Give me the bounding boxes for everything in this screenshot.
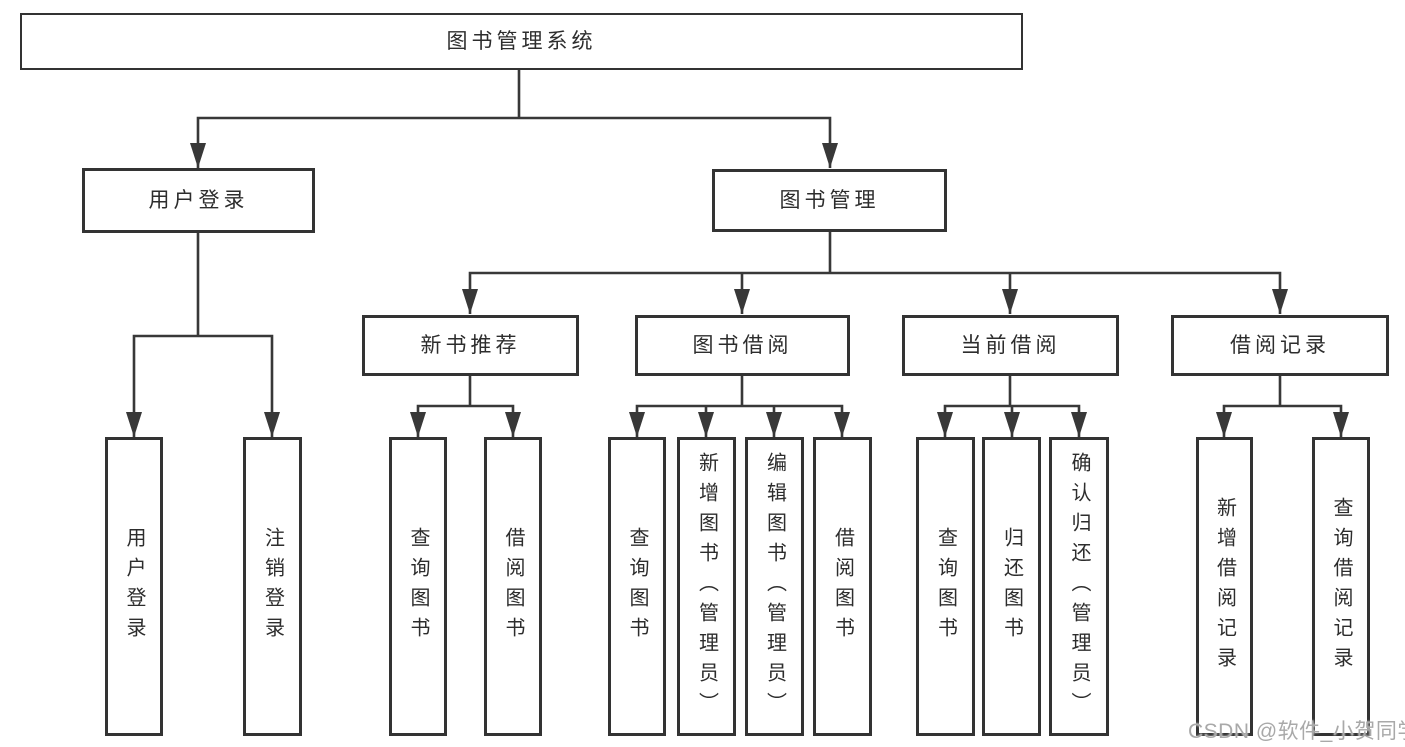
- node-label: 查询图书: [934, 526, 957, 647]
- node-label: 借阅图书: [502, 526, 524, 647]
- node-label: 查询借阅记录: [1330, 496, 1352, 677]
- leaf-edit-books-admin: 编辑图书（管理员）: [745, 437, 804, 736]
- arrowhead: [1002, 289, 1018, 314]
- arrowhead: [822, 143, 838, 168]
- node-user-login: 用户登录: [82, 168, 315, 233]
- arrowhead: [190, 143, 206, 168]
- leaf-query-books-borrow: 查询图书: [608, 437, 666, 736]
- connector-userlogin-to-leaves: [132, 233, 274, 437]
- node-label: 确认归还（管理员）: [1068, 451, 1090, 722]
- node-label: 图书借阅: [692, 334, 793, 357]
- arrowhead: [766, 412, 782, 437]
- node-current-borrowing: 当前借阅: [902, 315, 1119, 376]
- node-book-management: 图书管理: [712, 169, 947, 232]
- node-label: 图书管理系统: [446, 30, 597, 53]
- arrowhead: [264, 412, 280, 437]
- leaf-query-books-current: 查询图书: [916, 437, 975, 736]
- node-library-management-system: 图书管理系统: [20, 13, 1023, 70]
- arrowhead: [1272, 289, 1288, 314]
- arrowhead: [629, 412, 645, 437]
- arrowhead: [834, 412, 850, 437]
- arrowhead: [410, 412, 426, 437]
- node-label: 归还图书: [1000, 526, 1023, 647]
- connector-root-to-level2: [196, 70, 832, 168]
- leaf-logout: 注销登录: [243, 437, 302, 736]
- node-label: 查询图书: [626, 526, 648, 647]
- leaf-query-borrow-record: 查询借阅记录: [1312, 437, 1370, 736]
- node-label: 注销登录: [261, 526, 284, 647]
- node-borrowing-records: 借阅记录: [1171, 315, 1389, 376]
- node-label: 编辑图书（管理员）: [763, 451, 786, 722]
- leaf-borrow-books-recommend: 借阅图书: [484, 437, 542, 736]
- leaf-confirm-return-admin: 确认归还（管理员）: [1049, 437, 1109, 736]
- node-label: 查询图书: [407, 526, 429, 647]
- csdn-watermark: CSDN @软件_小贺同学: [1188, 720, 1405, 743]
- node-label: 当前借阅: [960, 334, 1061, 357]
- node-new-book-recommendation: 新书推荐: [362, 315, 579, 376]
- arrowhead: [1071, 412, 1087, 437]
- arrowhead: [698, 412, 714, 437]
- connector-bookborrow-to-leaves: [635, 376, 844, 437]
- leaf-borrow-books: 借阅图书: [813, 437, 872, 736]
- node-label: 新书推荐: [420, 334, 521, 357]
- node-label: 借阅记录: [1230, 334, 1330, 357]
- leaf-add-borrow-record: 新增借阅记录: [1196, 437, 1253, 736]
- arrowhead: [937, 412, 953, 437]
- node-label: 用户登录: [123, 526, 145, 647]
- node-label: 图书管理: [779, 189, 880, 212]
- arrowhead: [1216, 412, 1232, 437]
- node-label: 新增图书（管理员）: [695, 451, 718, 722]
- arrowhead: [1333, 412, 1349, 437]
- arrowhead: [734, 289, 750, 314]
- leaf-query-books-recommend: 查询图书: [389, 437, 447, 736]
- arrowhead: [1004, 412, 1020, 437]
- leaf-add-books-admin: 新增图书（管理员）: [677, 437, 736, 736]
- arrowhead: [126, 412, 142, 437]
- node-label: 用户登录: [148, 189, 249, 212]
- arrowhead: [462, 289, 478, 314]
- leaf-user-login: 用户登录: [105, 437, 163, 736]
- connector-newbook-to-leaves: [416, 376, 515, 437]
- leaf-return-books: 归还图书: [982, 437, 1041, 736]
- arrowhead: [505, 412, 521, 437]
- connector-bookmgmt-to-level3: [468, 232, 1282, 314]
- connector-records-to-leaves: [1222, 376, 1343, 437]
- node-book-borrowing: 图书借阅: [635, 315, 850, 376]
- node-label: 新增借阅记录: [1213, 496, 1236, 677]
- node-label: 借阅图书: [831, 526, 854, 647]
